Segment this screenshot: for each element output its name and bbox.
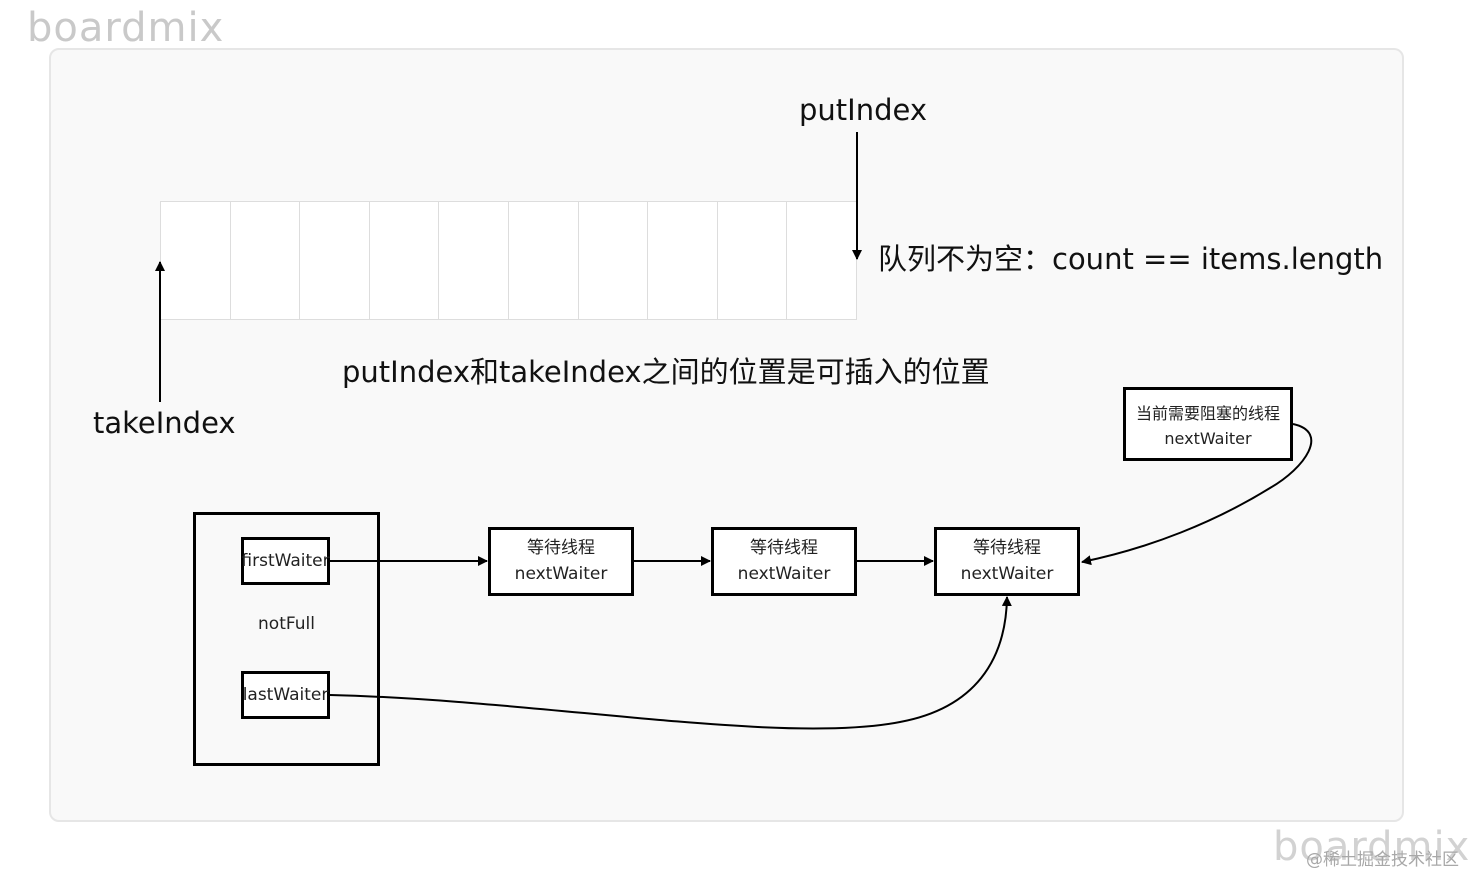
waiting-node-3: 等待线程 nextWaiter	[934, 527, 1080, 596]
array-cell	[161, 202, 231, 319]
array-cell	[579, 202, 649, 319]
last-waiter-box: lastWaiter	[241, 671, 330, 719]
first-waiter-box: firstWaiter	[241, 537, 330, 585]
node-title: 等待线程	[973, 537, 1041, 558]
node-field: nextWaiter	[1164, 429, 1252, 448]
put-index-label: putIndex	[799, 93, 927, 127]
array-cell	[370, 202, 440, 319]
array-cell	[231, 202, 301, 319]
take-index-label: takeIndex	[93, 406, 236, 440]
waiting-node-1: 等待线程 nextWaiter	[488, 527, 634, 596]
current-blocking-node: 当前需要阻塞的线程 nextWaiter	[1123, 387, 1293, 461]
node-title: 等待线程	[527, 537, 595, 558]
array-cell	[439, 202, 509, 319]
node-field: nextWaiter	[514, 563, 608, 584]
node-field: nextWaiter	[960, 563, 1054, 584]
waiting-node-2: 等待线程 nextWaiter	[711, 527, 857, 596]
array-cell	[300, 202, 370, 319]
watermark-top: boardmix	[27, 5, 225, 51]
first-waiter-label: firstWaiter	[241, 551, 330, 571]
queue-full-label: 队列不为空：count == items.length	[878, 242, 1384, 276]
condition-name: notFull	[258, 614, 315, 634]
queue-array	[160, 201, 857, 320]
array-cell	[718, 202, 788, 319]
array-cell	[509, 202, 579, 319]
current-to-node3-arrow	[1081, 423, 1313, 566]
node-field: nextWaiter	[737, 563, 831, 584]
node-title: 当前需要阻塞的线程	[1135, 404, 1280, 423]
last-to-node3-arrow	[329, 596, 1012, 730]
credit-text: @稀土掘金技术社区	[1306, 850, 1459, 870]
node-title: 等待线程	[750, 537, 818, 558]
array-cell	[648, 202, 718, 319]
insert-range-label: putIndex和takeIndex之间的位置是可插入的位置	[342, 355, 990, 389]
last-waiter-label: lastWaiter	[242, 685, 329, 705]
condition-box	[193, 512, 380, 766]
watermark-bottom: boardmix	[1273, 824, 1471, 870]
